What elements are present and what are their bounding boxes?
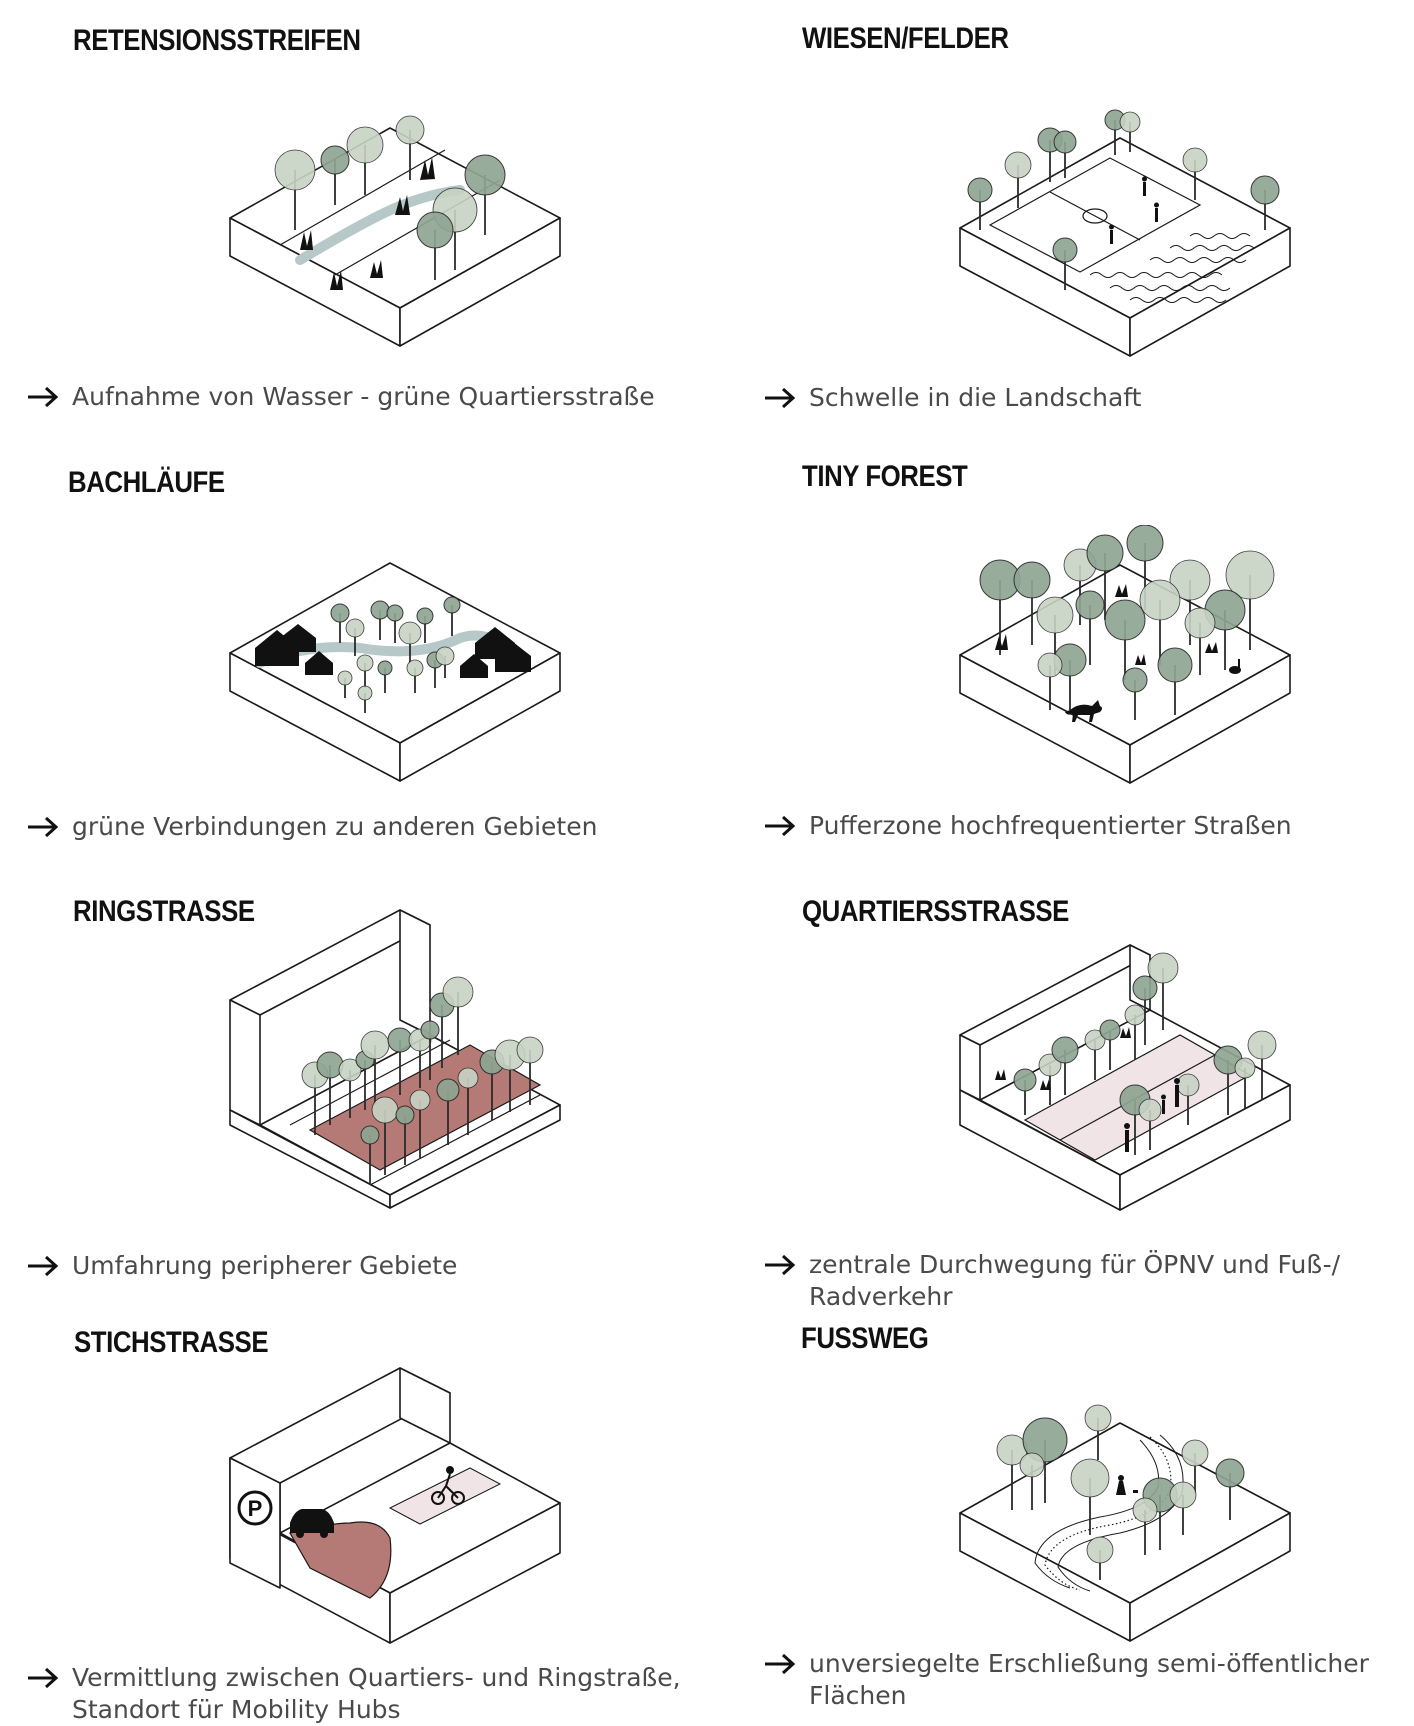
ring-illustration (229, 909, 561, 1209)
arrow-right-icon (765, 387, 796, 409)
streams-illustration (229, 562, 561, 782)
bike-lane (388, 1467, 502, 1525)
grass-icon (995, 1027, 1131, 1090)
arrow-right-icon (28, 1255, 59, 1277)
footpath-illustration (959, 1404, 1291, 1642)
spur-illustration: P (229, 1367, 561, 1644)
car-icon (290, 1509, 334, 1538)
forest-illustration (959, 525, 1291, 784)
wave-pattern (1089, 233, 1255, 303)
panel-title: RINGSTRASSE (73, 895, 255, 928)
panel-caption: grüne Verbindungen zu anderen Gebieten (26, 811, 666, 843)
grass-icon (995, 584, 1218, 665)
panel-caption: Schwelle in die Landschaft (763, 382, 1403, 414)
fox-icon (1065, 700, 1102, 722)
tree-icon (301, 976, 544, 1185)
panel-caption: Umfahrung peripherer Gebiete (26, 1250, 666, 1282)
panel-caption: Aufnahme von Wasser - grüne Quartiersstr… (26, 381, 666, 413)
grass-icon (300, 157, 435, 290)
arrow-right-icon (765, 1254, 796, 1276)
bicycle-icon (431, 1466, 465, 1505)
retention-illustration (229, 115, 561, 347)
parking-label: P (248, 1496, 263, 1521)
district-illustration (959, 944, 1291, 1211)
tree-icon (979, 525, 1275, 720)
arrow-right-icon (765, 1653, 796, 1675)
tree-icon (967, 109, 1280, 290)
panel-caption: Vermittlung zwischen Quartiers- und Ring… (26, 1662, 706, 1726)
tree-icon (996, 1404, 1245, 1580)
meadows-illustration (959, 109, 1291, 357)
rabbit-icon (1229, 659, 1241, 674)
panel-title: WIESEN/FELDER (802, 22, 1009, 55)
tree-icon (274, 115, 506, 280)
panel-title: RETENSIONSSTREIFEN (73, 24, 361, 57)
panel-title: QUARTIERSSTRASSE (802, 895, 1069, 928)
panel-caption: zentrale Durchwegung für ÖPNV und Fuß-/ … (763, 1249, 1403, 1313)
panel-caption: unversiegelte Erschließung semi-öffentli… (763, 1648, 1403, 1712)
arrow-right-icon (28, 1667, 59, 1689)
panel-title: STICHSTRASSE (74, 1326, 269, 1359)
house-icon (255, 624, 531, 678)
pedestrian-icon (1109, 176, 1159, 244)
pedestrian-icon (1124, 1078, 1180, 1152)
tree-icon (330, 596, 461, 713)
arrow-right-icon (28, 816, 59, 838)
panel-caption: Pufferzone hochfrequentierter Straßen (763, 810, 1403, 842)
panel-title: FUSSWEG (801, 1322, 929, 1355)
arrow-right-icon (28, 386, 59, 408)
panel-title: BACHLÄUFE (68, 466, 225, 499)
arrow-right-icon (765, 815, 796, 837)
parking-sign (237, 1490, 273, 1526)
pedestrian-icon (1116, 1475, 1138, 1495)
panel-title: TINY FOREST (802, 460, 968, 493)
tree-icon (1013, 952, 1277, 1155)
